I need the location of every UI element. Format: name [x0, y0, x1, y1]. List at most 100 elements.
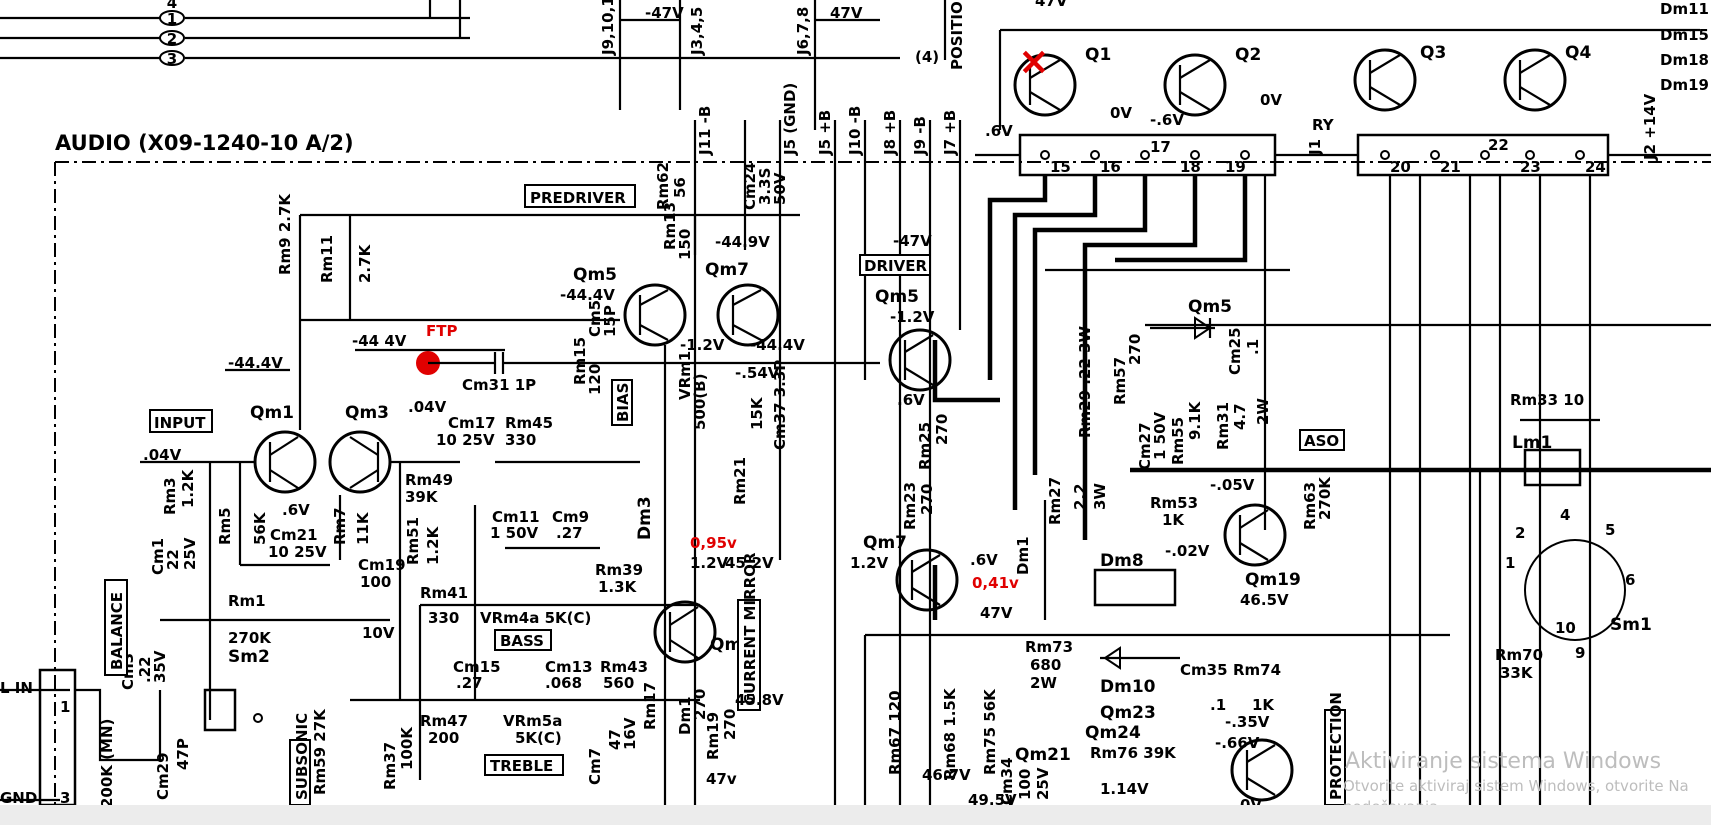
- svg-text:Dm18: Dm18: [1660, 51, 1709, 69]
- svg-text:33K: 33K: [1500, 664, 1534, 682]
- svg-text:.27: .27: [456, 674, 483, 692]
- transistor-q2: Q2: [1163, 45, 1261, 117]
- position-label: POSITION: [948, 0, 966, 70]
- svg-text:1K: 1K: [1162, 511, 1185, 529]
- svg-text:Qm23: Qm23: [1100, 703, 1156, 723]
- voltage-47-q: 47V: [1035, 0, 1068, 10]
- svg-text:.068: .068: [545, 674, 582, 692]
- svg-text:330: 330: [428, 609, 459, 627]
- transistor-q4: Q4: [1503, 43, 1591, 112]
- svg-text:45.2V: 45.2V: [725, 554, 774, 572]
- svg-text:Rm31: Rm31: [1214, 402, 1232, 450]
- top-bus: 1 2 3 4 (4): [0, 0, 939, 68]
- svg-text:Rm53: Rm53: [1150, 494, 1198, 512]
- svg-text:Dm1: Dm1: [1014, 536, 1032, 575]
- svg-text:100K: 100K: [398, 726, 416, 770]
- svg-text:150: 150: [676, 229, 694, 260]
- svg-text:Rm49: Rm49: [405, 471, 453, 489]
- svg-text:Rm29 .22 3W: Rm29 .22 3W: [1076, 325, 1094, 438]
- pin-22: 22: [1480, 136, 1509, 160]
- svg-text:11K: 11K: [354, 511, 372, 545]
- subsonic-label: SUBSONIC: [293, 713, 311, 800]
- voltage-095-annotation: 0,95v: [690, 534, 737, 552]
- svg-text:Cm19: Cm19: [358, 556, 406, 574]
- svg-text:Qm3: Qm3: [345, 403, 389, 423]
- voltage-47-top: 47V: [830, 4, 863, 22]
- svg-text:2W: 2W: [1254, 398, 1272, 425]
- svg-text:5K(C): 5K(C): [515, 729, 562, 747]
- j9-label: J9 -B: [911, 116, 929, 156]
- svg-text:Rm51: Rm51: [404, 517, 422, 565]
- svg-text:10 25V: 10 25V: [436, 431, 495, 449]
- svg-text:1.2K: 1.2K: [424, 525, 442, 565]
- svg-text:0V: 0V: [1110, 104, 1132, 122]
- svg-text:16V: 16V: [621, 717, 639, 750]
- pin-15: 15: [1040, 150, 1071, 176]
- svg-text:Lm1: Lm1: [1512, 433, 1552, 453]
- svg-text:100: 100: [1016, 769, 1034, 800]
- treble-label: TREBLE: [490, 757, 553, 775]
- svg-text:Rm33 10: Rm33 10: [1510, 391, 1584, 409]
- connector-header: J11 -B J5 (GND) J5 +B J10 -B J8 +B J9 -B…: [693, 83, 1659, 805]
- svg-text:-.35V: -.35V: [1225, 713, 1270, 731]
- svg-text:1.2K: 1.2K: [179, 468, 197, 508]
- svg-text:47P: 47P: [174, 738, 192, 770]
- svg-text:21: 21: [1440, 158, 1461, 176]
- predriver-label: PREDRIVER: [530, 189, 626, 207]
- svg-text:120: 120: [586, 364, 604, 395]
- svg-text:Cm27: Cm27: [1136, 422, 1154, 470]
- svg-text:Q1: Q1: [1085, 45, 1111, 65]
- svg-text:Rm27: Rm27: [1046, 477, 1064, 525]
- svg-text:270: 270: [918, 484, 936, 515]
- svg-text:2.2: 2.2: [1071, 483, 1089, 510]
- svg-text:Rm47: Rm47: [420, 712, 468, 730]
- tone-section: Cm17 10 25V Rm45 330 Rm49 39K Rm51 1.2K …: [350, 414, 700, 780]
- taskbar-strip: [0, 805, 1711, 825]
- current-mirror-label: CURRENT MIRROR: [741, 552, 759, 705]
- predriver-section: PREDRIVER Rm9 2.7K Rm11 2.7K Rm62 56 Cm2…: [276, 162, 805, 382]
- svg-text:22: 22: [164, 549, 182, 570]
- svg-text:-44.9V: -44.9V: [715, 233, 770, 251]
- svg-text:Rm68 1.5K: Rm68 1.5K: [941, 687, 959, 780]
- svg-text:15: 15: [1050, 158, 1071, 176]
- board-outline: [54, 161, 1711, 805]
- svg-text:.1: .1: [1210, 696, 1226, 714]
- svg-text:Rm76 39K: Rm76 39K: [1090, 744, 1177, 762]
- svg-text:Cm29: Cm29: [154, 752, 172, 800]
- svg-text:Rm25: Rm25: [916, 422, 934, 470]
- svg-text:1.3K: 1.3K: [598, 578, 638, 596]
- svg-text:3: 3: [167, 50, 177, 68]
- bus-node-3: 3: [159, 50, 185, 68]
- svg-text:10V: 10V: [362, 624, 395, 642]
- svg-text:19: 19: [1225, 158, 1246, 176]
- svg-text:3W: 3W: [1091, 483, 1109, 510]
- svg-text:Rm39: Rm39: [595, 561, 643, 579]
- svg-text:Dm3: Dm3: [635, 496, 655, 540]
- svg-text:Q2: Q2: [1235, 45, 1261, 65]
- svg-text:Q3: Q3: [1420, 43, 1446, 63]
- svg-text:VRm4a 5K(C): VRm4a 5K(C): [480, 609, 591, 627]
- svg-text:Rm3: Rm3: [161, 477, 179, 515]
- svg-text:46.5V: 46.5V: [1240, 591, 1289, 609]
- output-section: Rm33 10 Lm1 1 2 4 5 6 10 9 Sm1 Rm70 33K: [1459, 391, 1711, 805]
- svg-text:3: 3: [60, 789, 70, 807]
- output-block: Q1 × Q2 Q3 Q4 0V -.6V 0V .6V 15: [975, 0, 1711, 177]
- svg-text:270: 270: [1126, 334, 1144, 365]
- svg-text:Qm5: Qm5: [1188, 297, 1232, 317]
- svg-text:Sm1: Sm1: [1610, 615, 1652, 635]
- svg-text:4: 4: [1560, 506, 1570, 524]
- svg-text:Rm62: Rm62: [654, 162, 672, 210]
- driver-section: DRIVER -47V Qm5 -1.2V .6V Rm25 270 Rm23 …: [850, 232, 1019, 622]
- svg-text:Otvorite aktiviraj sistem Wind: Otvorite aktiviraj sistem Windows, otvor…: [1343, 777, 1689, 795]
- j1-label: J1: [1306, 139, 1324, 156]
- transistor-qm5: Q3 Qm5: [573, 265, 687, 347]
- svg-text:Cm35: Cm35: [1180, 661, 1228, 679]
- pin-21: 21: [1430, 150, 1461, 176]
- transistor-qm5b: Qm5: [1150, 297, 1232, 340]
- svg-text:18: 18: [1180, 158, 1201, 176]
- j11-label: J11 -B: [696, 106, 714, 156]
- svg-text:25V: 25V: [181, 537, 199, 570]
- j345-label: J3,4,5: [688, 7, 706, 56]
- protection-label: PROTECTION: [1327, 692, 1345, 800]
